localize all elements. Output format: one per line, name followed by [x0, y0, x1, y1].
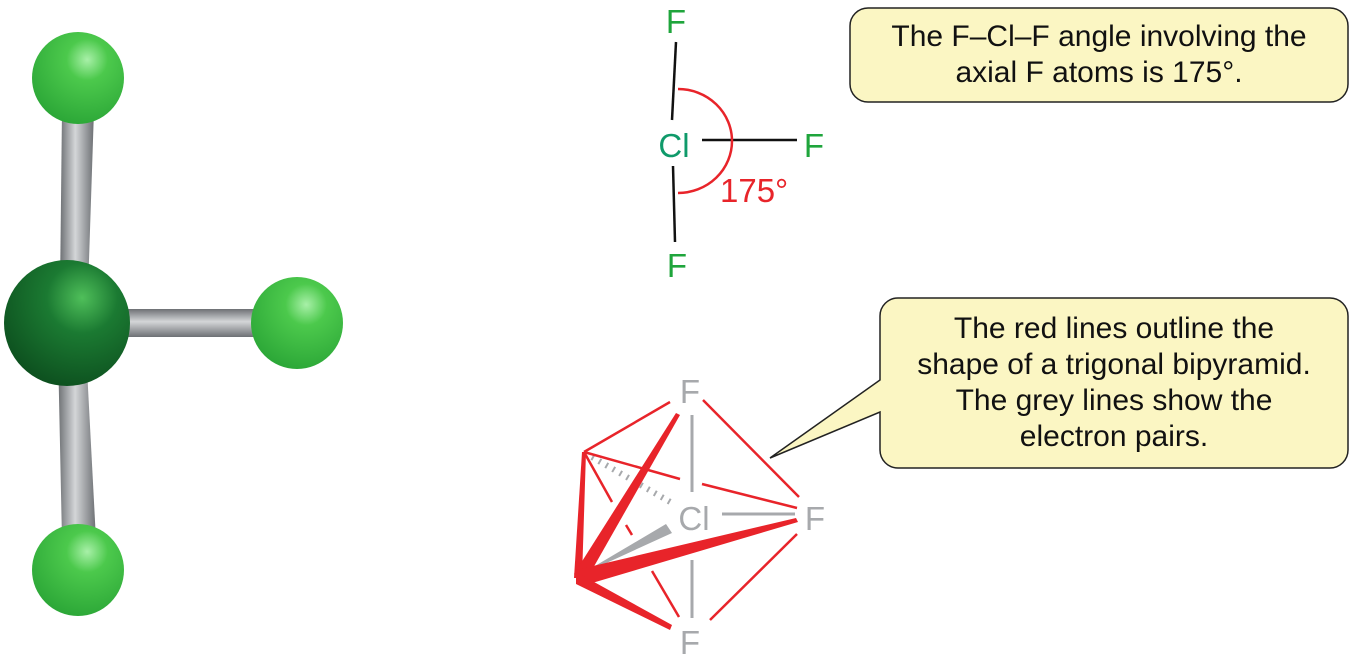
- fluorine-atom-right: [251, 277, 343, 369]
- bipyramid-label-bottom: F: [680, 624, 700, 660]
- bipyramid-label-top: F: [680, 373, 700, 410]
- callout-text-angle: The F–Cl–F angle involving the axial F a…: [850, 19, 1348, 91]
- atom-label-top: F: [666, 3, 686, 40]
- edge-thick: [574, 413, 680, 584]
- callout-line: The grey lines show the: [955, 384, 1273, 417]
- callout-box-bipyramid: [769, 297, 1349, 469]
- callout-line: The red lines outline the: [953, 312, 1275, 345]
- bipyramid-label-right: F: [805, 500, 825, 537]
- callout-line: shape of a trigonal bipyramid.: [917, 348, 1311, 381]
- fluorine-atom-top: [32, 32, 124, 124]
- trigonal-bipyramid: F Cl F F: [574, 373, 825, 660]
- bond-rod-bottom: [58, 350, 96, 540]
- angle-arc: [677, 87, 734, 195]
- edge-thick: [574, 452, 586, 578]
- edge: [701, 482, 798, 510]
- callout-line: electron pairs.: [1019, 420, 1209, 453]
- atom-label-bottom: F: [667, 247, 687, 284]
- edge: [702, 399, 800, 498]
- fluorine-atom-bottom: [32, 524, 124, 616]
- callout-text-bipyramid: The red lines outline the shape of a tri…: [880, 311, 1348, 455]
- atom-label-right: F: [804, 127, 824, 164]
- edge: [709, 533, 798, 621]
- edge-thick: [576, 518, 798, 586]
- angle-label: 175°: [720, 172, 788, 209]
- edge: [583, 400, 671, 454]
- bipyramid-label-center: Cl: [678, 500, 709, 537]
- edge: [650, 570, 681, 618]
- chlorine-atom-center: [4, 260, 130, 386]
- bond-bottom: [671, 165, 677, 243]
- bond-top: [670, 41, 678, 121]
- atom-label-center: Cl: [658, 127, 689, 164]
- edge: [583, 450, 681, 481]
- callout-line: The F–Cl–F angle involving the: [891, 20, 1307, 53]
- edge: [624, 524, 634, 536]
- bond-rod-top: [60, 110, 94, 290]
- bond-rod-right: [110, 309, 270, 337]
- electron-pair-wedge: [578, 524, 672, 576]
- edge-thick: [576, 572, 672, 630]
- edge: [582, 451, 614, 503]
- ball-and-stick-model: [4, 32, 343, 616]
- callout-box-angle: [849, 7, 1349, 103]
- angle-structure: F Cl F F 175°: [658, 3, 824, 284]
- callout-line: axial F atoms is 175°.: [955, 56, 1243, 89]
